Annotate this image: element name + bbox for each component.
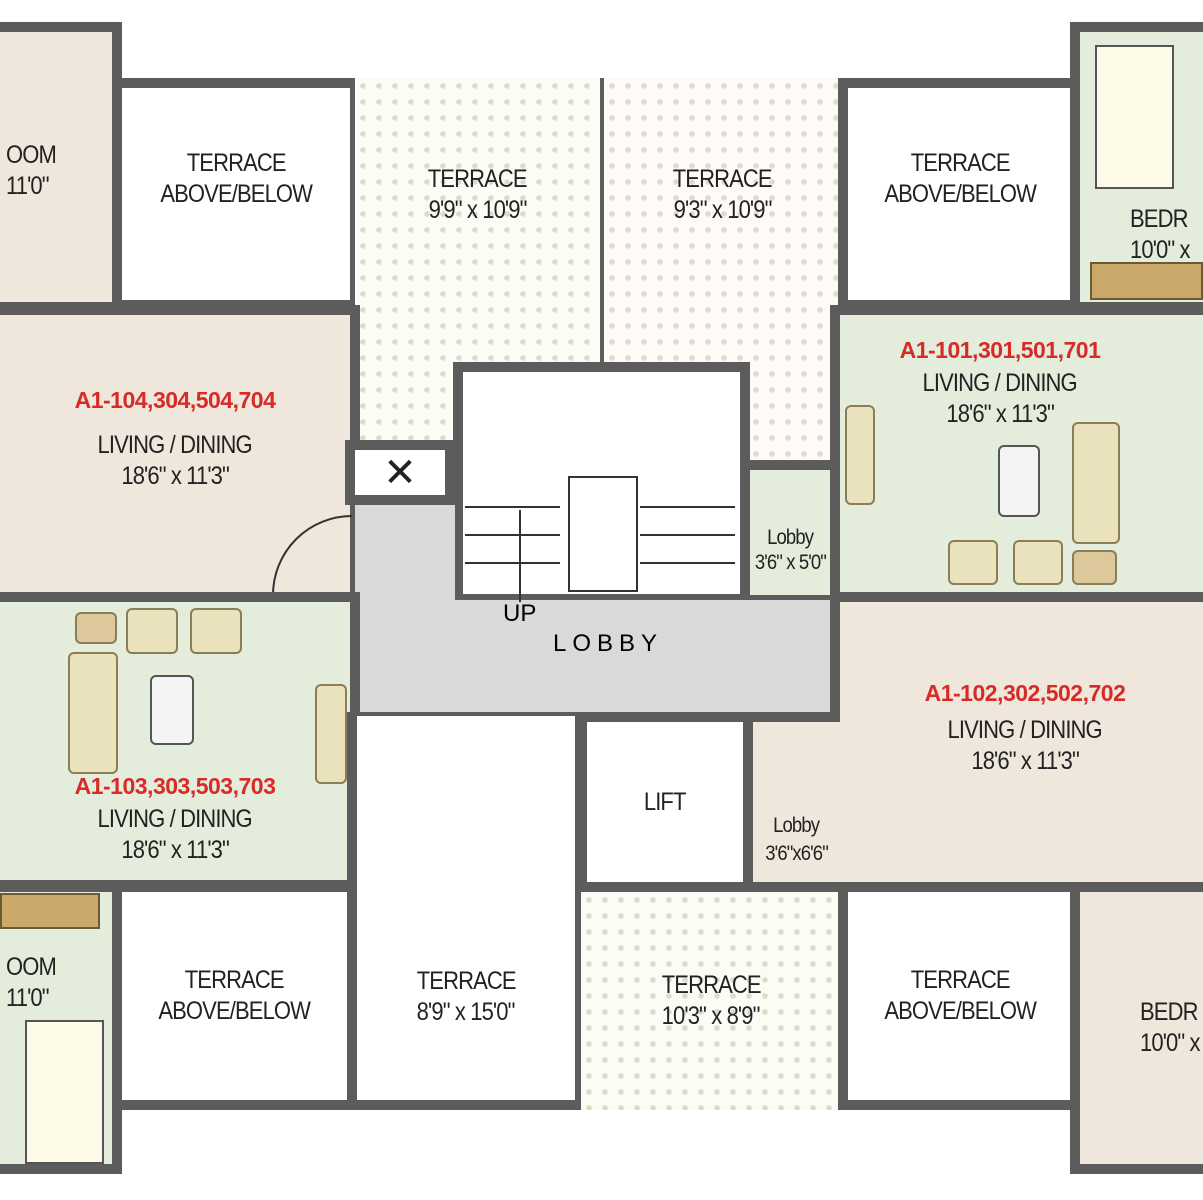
room-size: ABOVE/BELOW [160,180,313,208]
lobby-label: LOBBY [553,630,664,657]
room-size: 10'0" x [1130,236,1191,264]
room-size: ABOVE/BELOW [884,180,1037,208]
armchair-icon [126,608,178,654]
room-size: 8'9" x 15'0" [417,998,516,1026]
room-name: Lobby [767,526,814,549]
room-size: 3'6" x 5'0" [754,551,826,574]
room-size: ABOVE/BELOW [884,997,1037,1025]
table-icon [150,675,194,745]
up-arrow-icon [519,510,521,602]
lobby-small-2: Lobby 3'6"x6'6" [743,712,840,892]
terrace-bottom-3: TERRACE 10'3" x 8'9" [577,882,845,1110]
room-name: TERRACE [673,165,773,193]
room-name: TERRACE [910,149,1011,177]
room-name: Lobby [773,814,821,837]
room-name: OOM [6,141,57,169]
room-name: TERRACE [186,149,287,177]
room-size: 18'6" x 11'3" [121,462,229,490]
stair-well [568,476,638,592]
armchair-icon [190,608,242,654]
room-name: LIVING / DINING [947,716,1103,744]
stair-steps [465,480,560,590]
terrace-bottom-2: TERRACE 8'9" x 15'0" [347,712,585,1110]
wardrobe-icon [1090,262,1203,300]
side-table-icon [1072,550,1117,585]
bed-icon [1095,45,1174,189]
room-name: LIVING / DINING [97,805,253,833]
room-name: LIVING / DINING [97,431,253,459]
terrace-top-4: TERRACE ABOVE/BELOW [838,78,1082,310]
lift: LIFT [577,712,753,892]
room-name: TERRACE [910,966,1011,994]
armchair-icon [948,540,998,585]
terrace-top-1: TERRACE ABOVE/BELOW [112,78,360,310]
armchair-icon [1013,540,1063,585]
bedroom-bottom-right: BEDR 10'0" x [1070,882,1203,1174]
terrace-top-2: TERRACE 9'9" x 10'9" [350,78,605,448]
room-size: 10'3" x 8'9" [662,1002,761,1030]
duct-icon: ✕ [345,440,455,505]
room-size: ABOVE/BELOW [158,997,312,1025]
room-size: 10'0" x [1140,1029,1201,1057]
sofa-icon [68,652,118,774]
lobby: UP LOBBY [455,600,833,720]
terrace-bottom-4: TERRACE ABOVE/BELOW [838,882,1082,1110]
tv-unit-icon [315,684,347,784]
room-name: LIVING / DINING [922,369,1078,397]
bedroom-top-left: OOM 11'0" [0,22,122,312]
unit-number: A1-103,303,503,703 [74,773,276,799]
room-size: 11'0" [6,172,50,200]
room-size: 9'3" x 10'9" [673,196,773,224]
room-name: TERRACE [661,971,762,999]
terrace-bottom-1: TERRACE ABOVE/BELOW [112,882,357,1110]
unit-number: A1-104,304,504,704 [74,387,276,413]
room-size: 3'6"x6'6" [765,842,828,865]
room-size: 18'6" x 11'3" [946,400,1054,428]
room-name: BEDR [1130,205,1188,233]
room-size: 18'6" x 11'3" [121,836,229,864]
living-102: A1-102,302,502,702 LIVING / DINING 18'6"… [830,592,1203,892]
wardrobe-icon [0,893,100,929]
unit-number: A1-101,301,501,701 [899,337,1101,363]
lobby-area [355,505,455,720]
room-name: TERRACE [428,165,528,193]
unit-number: A1-102,302,502,702 [924,680,1126,706]
room-name: TERRACE [416,967,517,995]
sofa-icon [1072,422,1120,544]
room-size: 18'6" x 11'3" [971,747,1079,775]
stair-steps [640,480,735,590]
table-icon [998,445,1040,517]
lobby-small-1: Lobby 3'6" x 5'0" [740,460,840,605]
up-label: UP [503,600,537,627]
room-size: 9'9" x 10'9" [428,196,528,224]
tv-unit-icon [845,405,875,505]
room-name: OOM [6,953,57,981]
room-name: LIFT [644,787,687,816]
room-size: 11'0" [6,984,50,1012]
side-table-icon [75,612,117,644]
bed-icon [25,1020,104,1164]
room-name: TERRACE [185,966,285,994]
room-name: BEDR [1140,998,1198,1026]
